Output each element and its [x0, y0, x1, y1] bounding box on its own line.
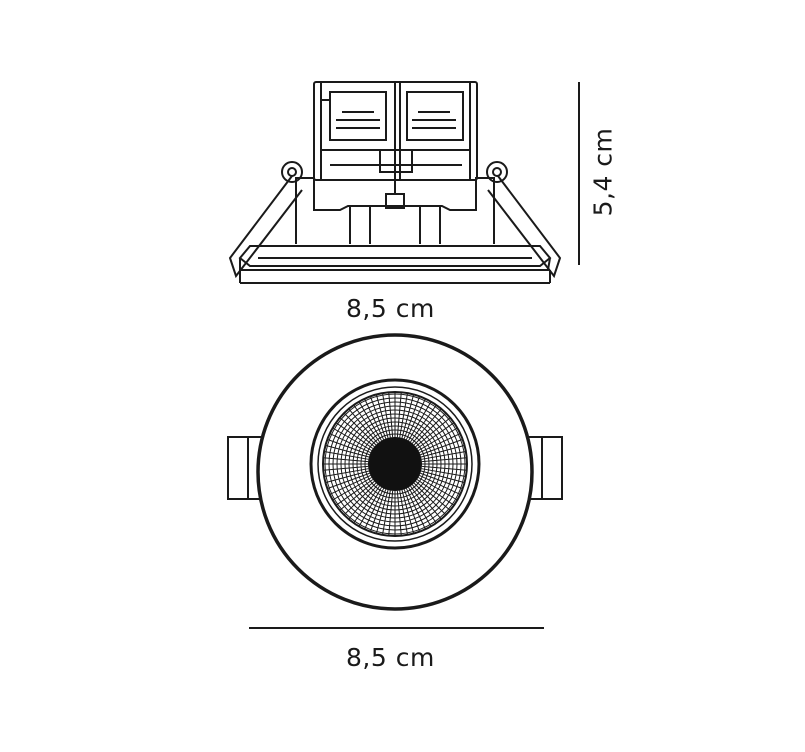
lens-spoke — [327, 438, 370, 456]
spring-clip-left — [228, 175, 303, 279]
lens-spoke — [323, 465, 369, 471]
lens-spoke — [421, 468, 466, 477]
lens-spoke — [410, 485, 437, 524]
lens-spoke — [323, 457, 369, 463]
lens-spoke — [339, 417, 375, 448]
height-label: 5,4 cm — [588, 127, 618, 217]
lens-spoke — [420, 470, 465, 484]
lens-spoke — [358, 401, 382, 441]
lens-spoke — [382, 490, 391, 535]
bezel — [238, 245, 552, 267]
lens-spoke — [335, 422, 374, 449]
lens-spoke — [388, 392, 394, 438]
led-emitter — [368, 437, 422, 491]
lens-spoke — [415, 417, 451, 448]
lens-spoke — [369, 396, 387, 439]
connector — [385, 193, 405, 209]
lens-spoke — [408, 401, 432, 441]
lens-spoke — [382, 393, 391, 438]
lens-spoke — [413, 412, 447, 446]
lens-spoke — [369, 489, 387, 532]
lens-spoke — [419, 474, 461, 495]
lens-spoke — [418, 477, 458, 501]
lens-spoke — [421, 465, 467, 471]
lens-spoke — [329, 474, 371, 495]
lens-spoke — [325, 470, 370, 484]
lens-spoke — [420, 438, 463, 456]
inner-ring — [309, 378, 481, 550]
lens-spoke — [411, 484, 442, 520]
lens-spoke — [324, 451, 369, 460]
lens-spoke — [421, 451, 466, 460]
lens-spoke — [403, 489, 421, 532]
lens-spoke — [416, 422, 455, 449]
side-width-label: 8,5 cm — [346, 294, 435, 323]
lens-spoke — [396, 490, 402, 536]
lens-spoke — [348, 408, 379, 444]
lens-spoke — [421, 457, 467, 463]
lens-spoke — [396, 392, 402, 438]
lens-spoke — [335, 479, 374, 506]
lens-spoke — [324, 468, 369, 477]
lens-spoke — [332, 477, 372, 501]
lens-spoke — [353, 485, 380, 524]
lens-spoke — [411, 408, 442, 444]
lens-spoke — [353, 404, 380, 443]
lens-spoke — [375, 394, 389, 439]
front-view — [227, 333, 563, 611]
lens-spoke — [415, 480, 451, 511]
lens-spoke — [399, 490, 408, 535]
lens-spoke — [325, 444, 370, 458]
lens-spoke — [413, 482, 447, 516]
lens-spoke — [358, 487, 382, 527]
heat-sink — [295, 177, 495, 244]
lens-spoke — [420, 444, 465, 458]
lens-spoke — [420, 472, 463, 490]
lens-spoke — [410, 404, 437, 443]
lens-spoke — [405, 398, 426, 440]
lens-spoke — [343, 482, 377, 516]
lens-spoke — [364, 488, 385, 530]
lens-spoke — [419, 433, 461, 454]
lens-spoke — [399, 393, 408, 438]
lens-spoke — [327, 472, 370, 490]
lens-spoke — [343, 412, 377, 446]
lens-spoke — [418, 427, 458, 451]
front-width-label: 8,5 cm — [346, 643, 435, 672]
lens-spoke — [375, 489, 389, 534]
lens-spoke — [388, 490, 394, 536]
lens-spoke — [401, 489, 415, 534]
lens-spoke — [332, 427, 372, 451]
lens-spoke — [364, 398, 385, 440]
lens-spoke — [329, 433, 371, 454]
terminal-block-left — [329, 91, 387, 141]
lens-spoke — [403, 396, 421, 439]
lens-spoke — [339, 480, 375, 511]
lens-spoke — [401, 394, 415, 439]
spring-clip-right — [487, 175, 562, 279]
side-view — [228, 81, 562, 284]
lens-spoke — [348, 484, 379, 520]
lens-spoke — [408, 487, 432, 527]
lens-spoke — [405, 488, 426, 530]
terminal-block-right — [406, 91, 464, 141]
lens-spoke — [416, 479, 455, 506]
